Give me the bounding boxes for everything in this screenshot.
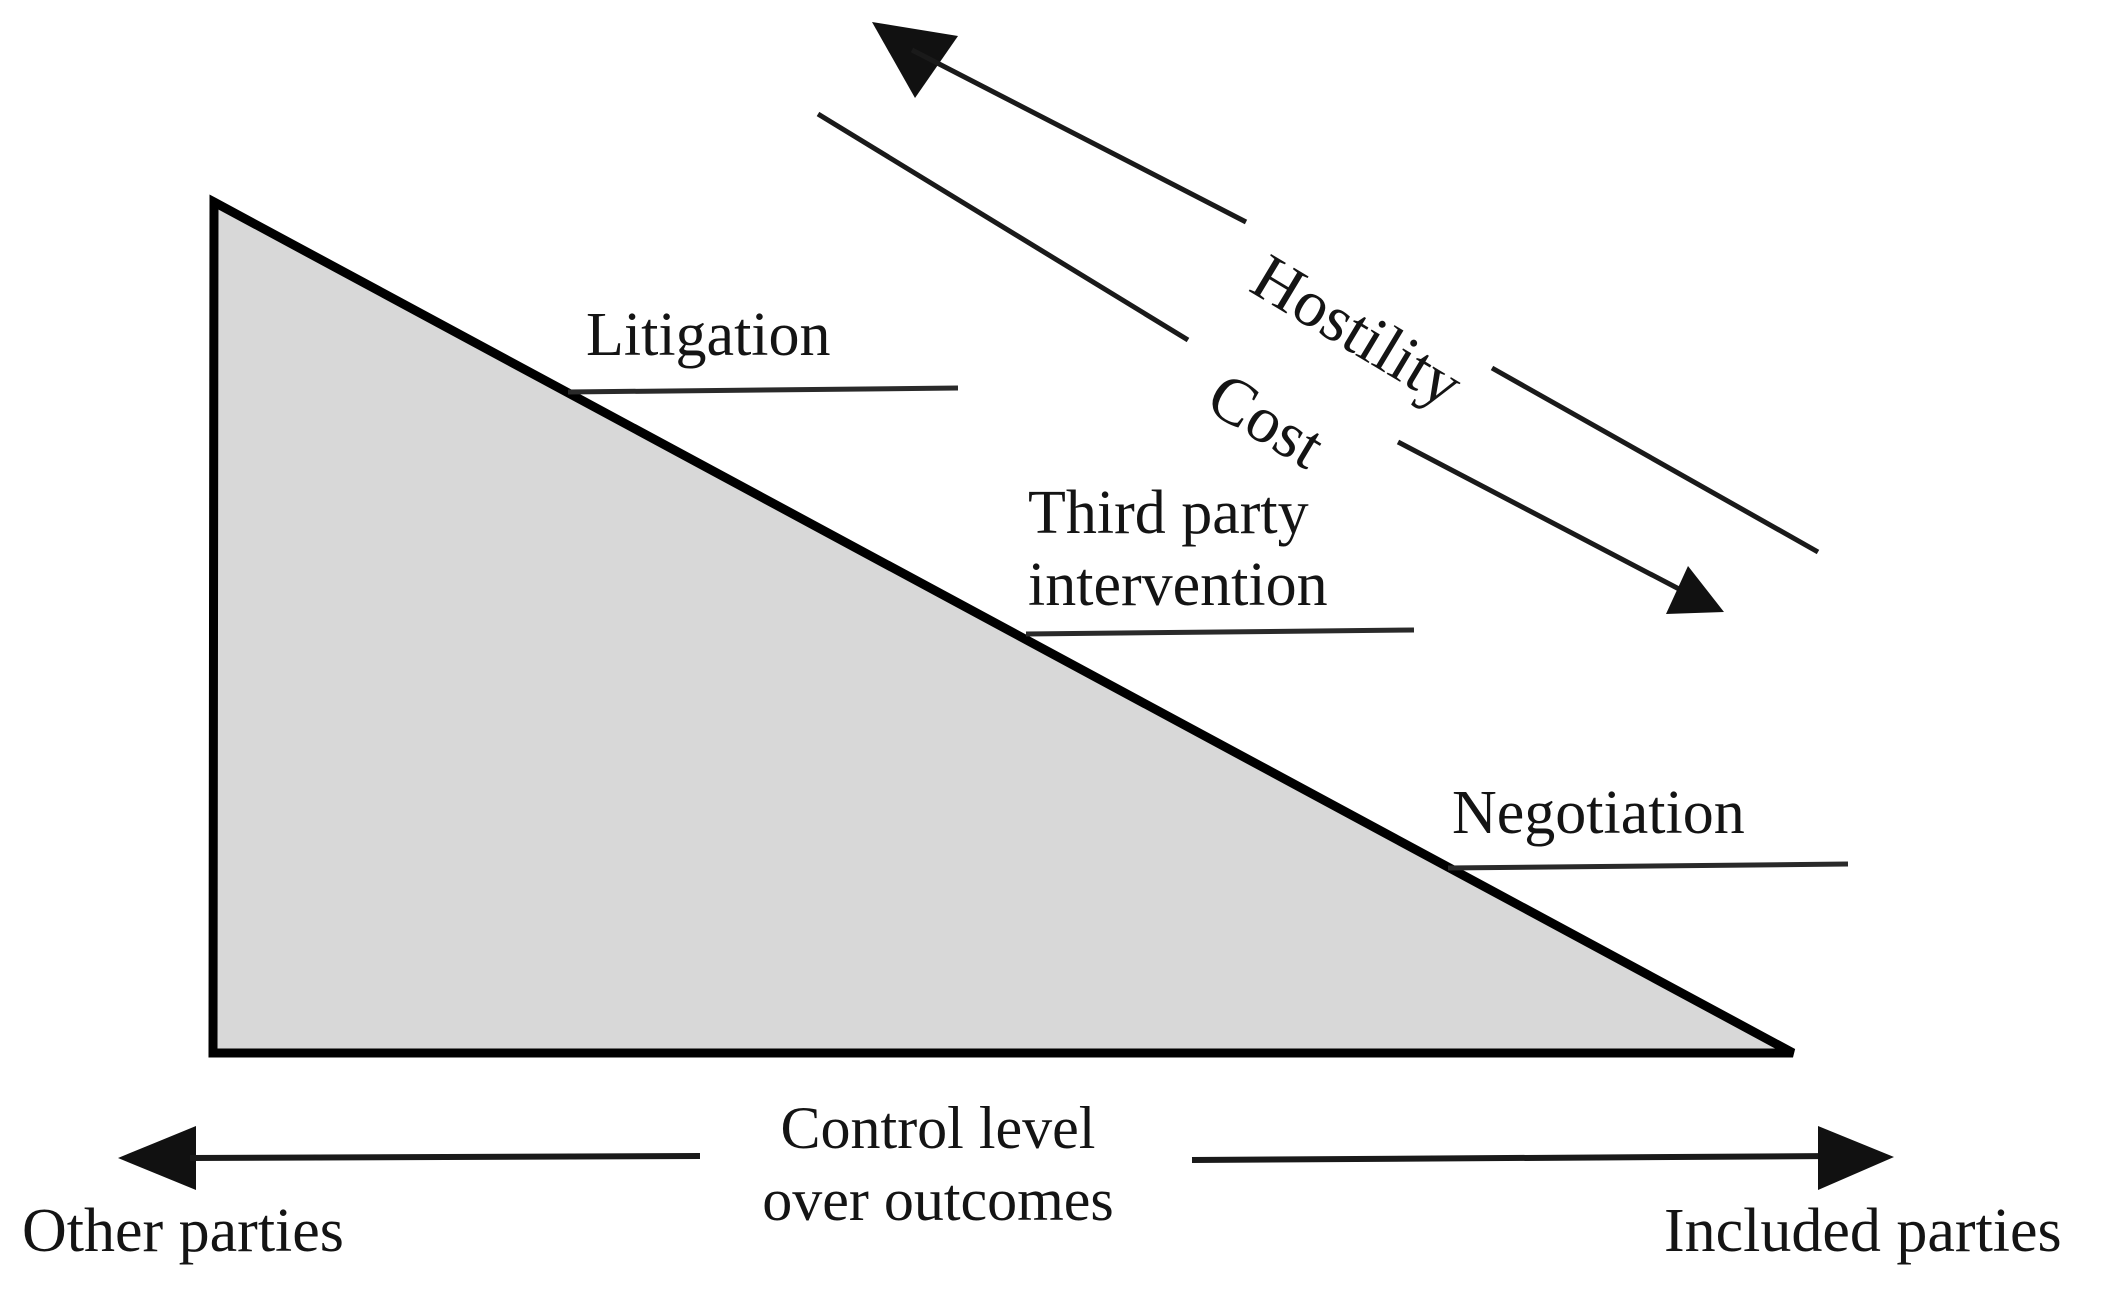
triangle-shape <box>208 194 1796 1058</box>
label-third-party-intervention: Third party intervention <box>1028 478 1328 622</box>
axis-left-arrowhead <box>118 1126 196 1190</box>
third-party-leader-line <box>1025 627 1415 637</box>
hostility-line-lower <box>1490 365 1820 555</box>
cost-line-upper <box>816 111 1190 343</box>
label-included-parties: Included parties <box>1664 1197 2062 1265</box>
cost-arrowhead <box>1666 566 1724 614</box>
litigation-leader-line <box>567 385 959 395</box>
axis-right-arrowhead <box>1818 1126 1894 1190</box>
axis-right-line <box>1191 1153 1837 1163</box>
hostility-arrowhead <box>872 22 958 98</box>
axis-left-line <box>189 1153 701 1161</box>
label-third-party-line2: intervention <box>1028 550 1328 619</box>
label-other-parties: Other parties <box>22 1197 344 1265</box>
label-litigation: Litigation <box>586 301 831 369</box>
negotiation-leader-line <box>1447 861 1849 871</box>
label-control-level-line2: over outcomes <box>762 1167 1114 1233</box>
cost-line-lower <box>1396 439 1702 603</box>
label-control-level-over-outcomes: Control level over outcomes <box>718 1092 1158 1236</box>
label-third-party-line1: Third party <box>1028 479 1309 547</box>
label-negotiation: Negotiation <box>1452 779 1745 847</box>
hostility-line-upper <box>910 47 1248 225</box>
label-control-level-line1: Control level <box>780 1095 1096 1161</box>
